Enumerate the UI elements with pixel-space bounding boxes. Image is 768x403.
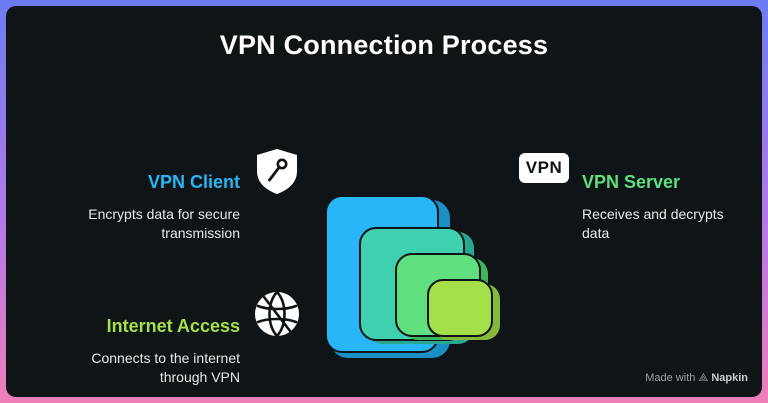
shield-key-icon bbox=[257, 149, 297, 194]
vpn-client-description: Encrypts data for secure transmission bbox=[10, 205, 240, 243]
vpn-server-desc-line-1: Receives and decrypts bbox=[582, 206, 724, 222]
watermark: Made with ⟁ Napkin bbox=[645, 372, 748, 385]
internet-desc-line-1: Connects to the internet bbox=[91, 350, 240, 366]
vpn-client-title: VPN Client bbox=[147, 172, 240, 192]
vpn-server-title: VPN Server bbox=[582, 172, 681, 192]
page-title: VPN Connection Process bbox=[219, 30, 549, 60]
napkin-icon: ⟁ bbox=[698, 372, 709, 384]
internet-access-title: Internet Access bbox=[106, 316, 240, 336]
vpn-server-description: Receives and decrypts data bbox=[582, 205, 752, 243]
internet-access-description: Connects to the internet through VPN bbox=[10, 349, 240, 387]
internet-desc-line-2: through VPN bbox=[159, 369, 240, 385]
watermark-brand: Napkin bbox=[711, 372, 748, 384]
globe-icon bbox=[255, 290, 299, 338]
layered-tunnel-diagram bbox=[325, 195, 500, 358]
vpn-server-desc-line-2: data bbox=[582, 225, 610, 241]
vpn-badge-icon: VPN bbox=[519, 153, 569, 183]
vpn-client-desc-line-1: Encrypts data for secure bbox=[88, 206, 240, 222]
diagram-panel: VPN Connection Process VPN Client Encryp… bbox=[6, 6, 762, 397]
internet-layer bbox=[427, 279, 500, 340]
vpn-client-desc-line-2: transmission bbox=[161, 225, 240, 241]
watermark-prefix: Made with bbox=[645, 372, 696, 384]
